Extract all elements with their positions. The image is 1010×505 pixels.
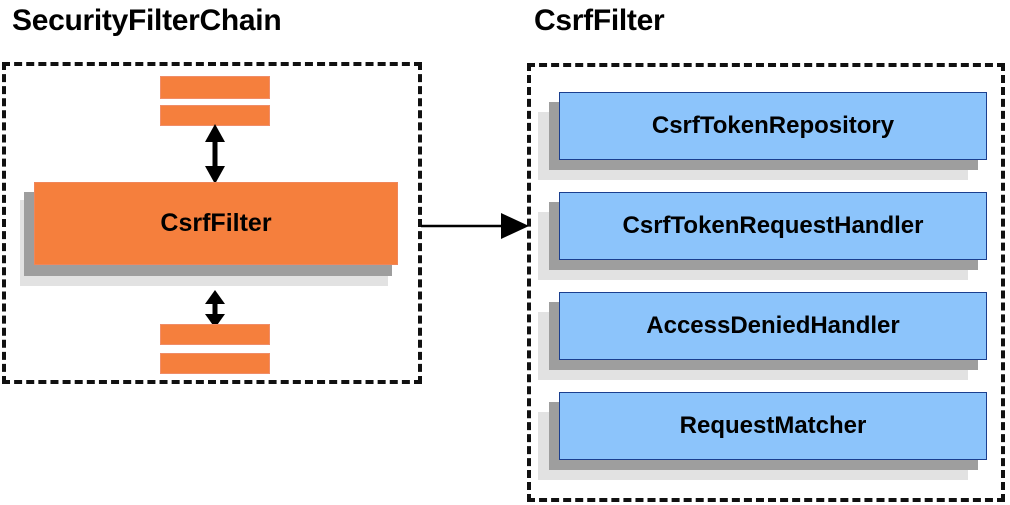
arrow-below-csrffilter	[205, 290, 225, 328]
node-csrffilter-label: CsrfFilter	[34, 182, 398, 265]
node-csrftokenrepository-label: CsrfTokenRepository	[559, 92, 987, 160]
page-title-security-filter-chain: SecurityFilterChain	[12, 4, 282, 37]
filter-bar-above-1	[160, 76, 270, 99]
node-csrftokenrepository[interactable]: CsrfTokenRepository	[538, 92, 988, 180]
filter-bar-above-2	[160, 105, 270, 126]
page-title-csrf-filter: CsrfFilter	[534, 4, 665, 37]
node-requestmatcher[interactable]: RequestMatcher	[538, 392, 988, 480]
panel-security-filter-chain	[2, 62, 422, 384]
node-accessdeniedhandler-label: AccessDeniedHandler	[559, 292, 987, 360]
node-accessdeniedhandler[interactable]: AccessDeniedHandler	[538, 292, 988, 380]
filter-bar-below-1	[160, 324, 270, 345]
node-csrffilter[interactable]: CsrfFilter	[20, 182, 412, 286]
node-requestmatcher-label: RequestMatcher	[559, 392, 987, 460]
arrow-above-csrffilter	[205, 124, 225, 184]
chain-to-detail-arrow	[421, 213, 529, 239]
node-csrftokenrequesthandler[interactable]: CsrfTokenRequestHandler	[538, 192, 988, 280]
node-csrftokenrequesthandler-label: CsrfTokenRequestHandler	[559, 192, 987, 260]
filter-bar-below-2	[160, 353, 270, 374]
panel-csrf-filter	[527, 63, 1005, 502]
